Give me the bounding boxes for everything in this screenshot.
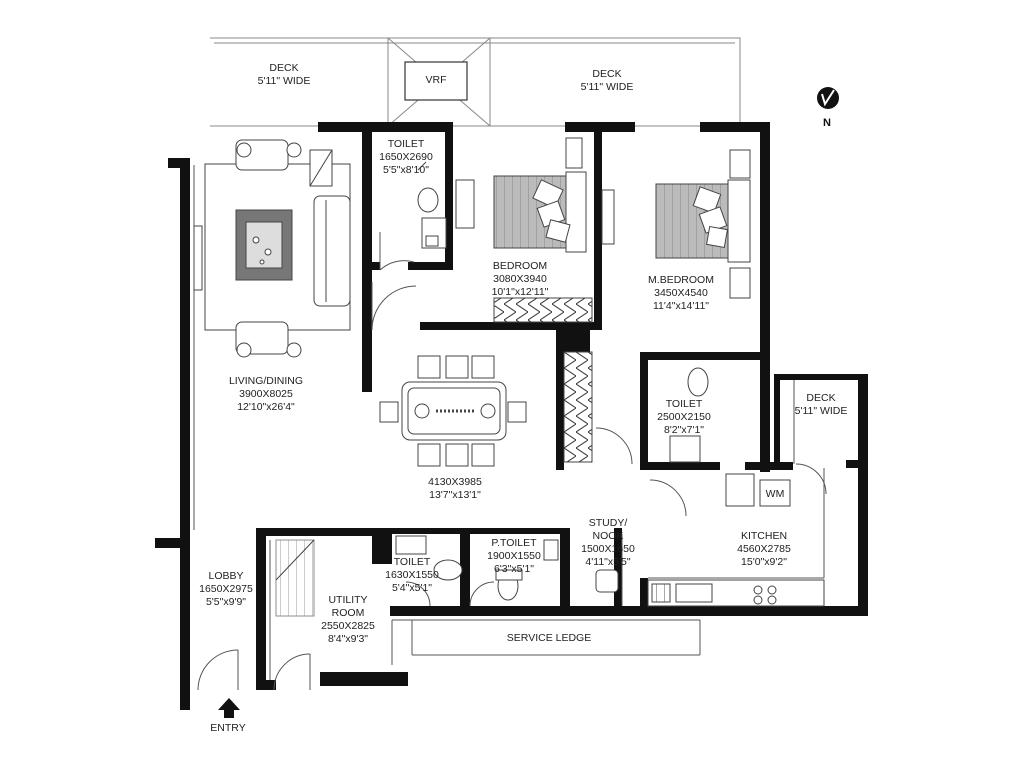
entry-label: ENTRY xyxy=(210,722,246,734)
p-toilet-label: P.TOILET 1900X1550 6'3"x5'1" xyxy=(487,537,541,575)
deck-top-right-label: DECK 5'11" WIDE xyxy=(580,68,634,93)
dining-area-label: 4130X3985 13'7"x13'1" xyxy=(428,476,482,501)
utility-room-label: UTILITY ROOM 2550X2825 8'4"x9'3" xyxy=(321,594,375,645)
bedroom-furniture xyxy=(455,137,751,463)
service-ledge-label: SERVICE LEDGE xyxy=(506,632,592,644)
north-arrow-icon xyxy=(817,87,839,109)
living-dining-label: LIVING/DINING 3900X8025 12'10"x26'4" xyxy=(228,375,304,413)
entry-arrow-icon xyxy=(218,698,240,718)
kitchen-counter xyxy=(647,473,825,607)
walls xyxy=(155,122,868,710)
dining-table xyxy=(379,355,527,467)
toilet-fixtures xyxy=(275,161,709,617)
kitchen-label: KITCHEN 4560X2785 15'0"x9'2" xyxy=(737,530,791,568)
toilet-1-label: TOILET 1650X2690 5'5"x8'10" xyxy=(379,138,433,176)
sofa-set xyxy=(193,139,351,358)
master-bedroom-label: M.BEDROOM 3450X4540 11'4"x14'11" xyxy=(648,274,714,312)
toilet-2-label: TOILET 2500X2150 8'2"x7'1" xyxy=(657,398,711,436)
compass-north-label: N xyxy=(823,117,831,129)
lobby-label: LOBBY 1650X2975 5'5"x9'9" xyxy=(199,570,253,608)
wm-label: WM xyxy=(765,488,785,500)
vrf-box xyxy=(404,61,468,101)
deck-left-label: DECK 5'11" WIDE xyxy=(257,62,311,87)
deck-right-label: DECK 5'11" WIDE xyxy=(794,392,848,417)
bedroom-label: BEDROOM 3080X3940 10'1"x12'11" xyxy=(491,260,549,298)
study-label: STUDY/ NOOK 1500X1650 4'11"x5'5" xyxy=(581,517,635,568)
vrf-label: VRF xyxy=(425,74,447,86)
toilet-3-label: TOILET 1630X1550 5'4"x5'1" xyxy=(385,556,439,594)
door-swings xyxy=(197,232,827,691)
